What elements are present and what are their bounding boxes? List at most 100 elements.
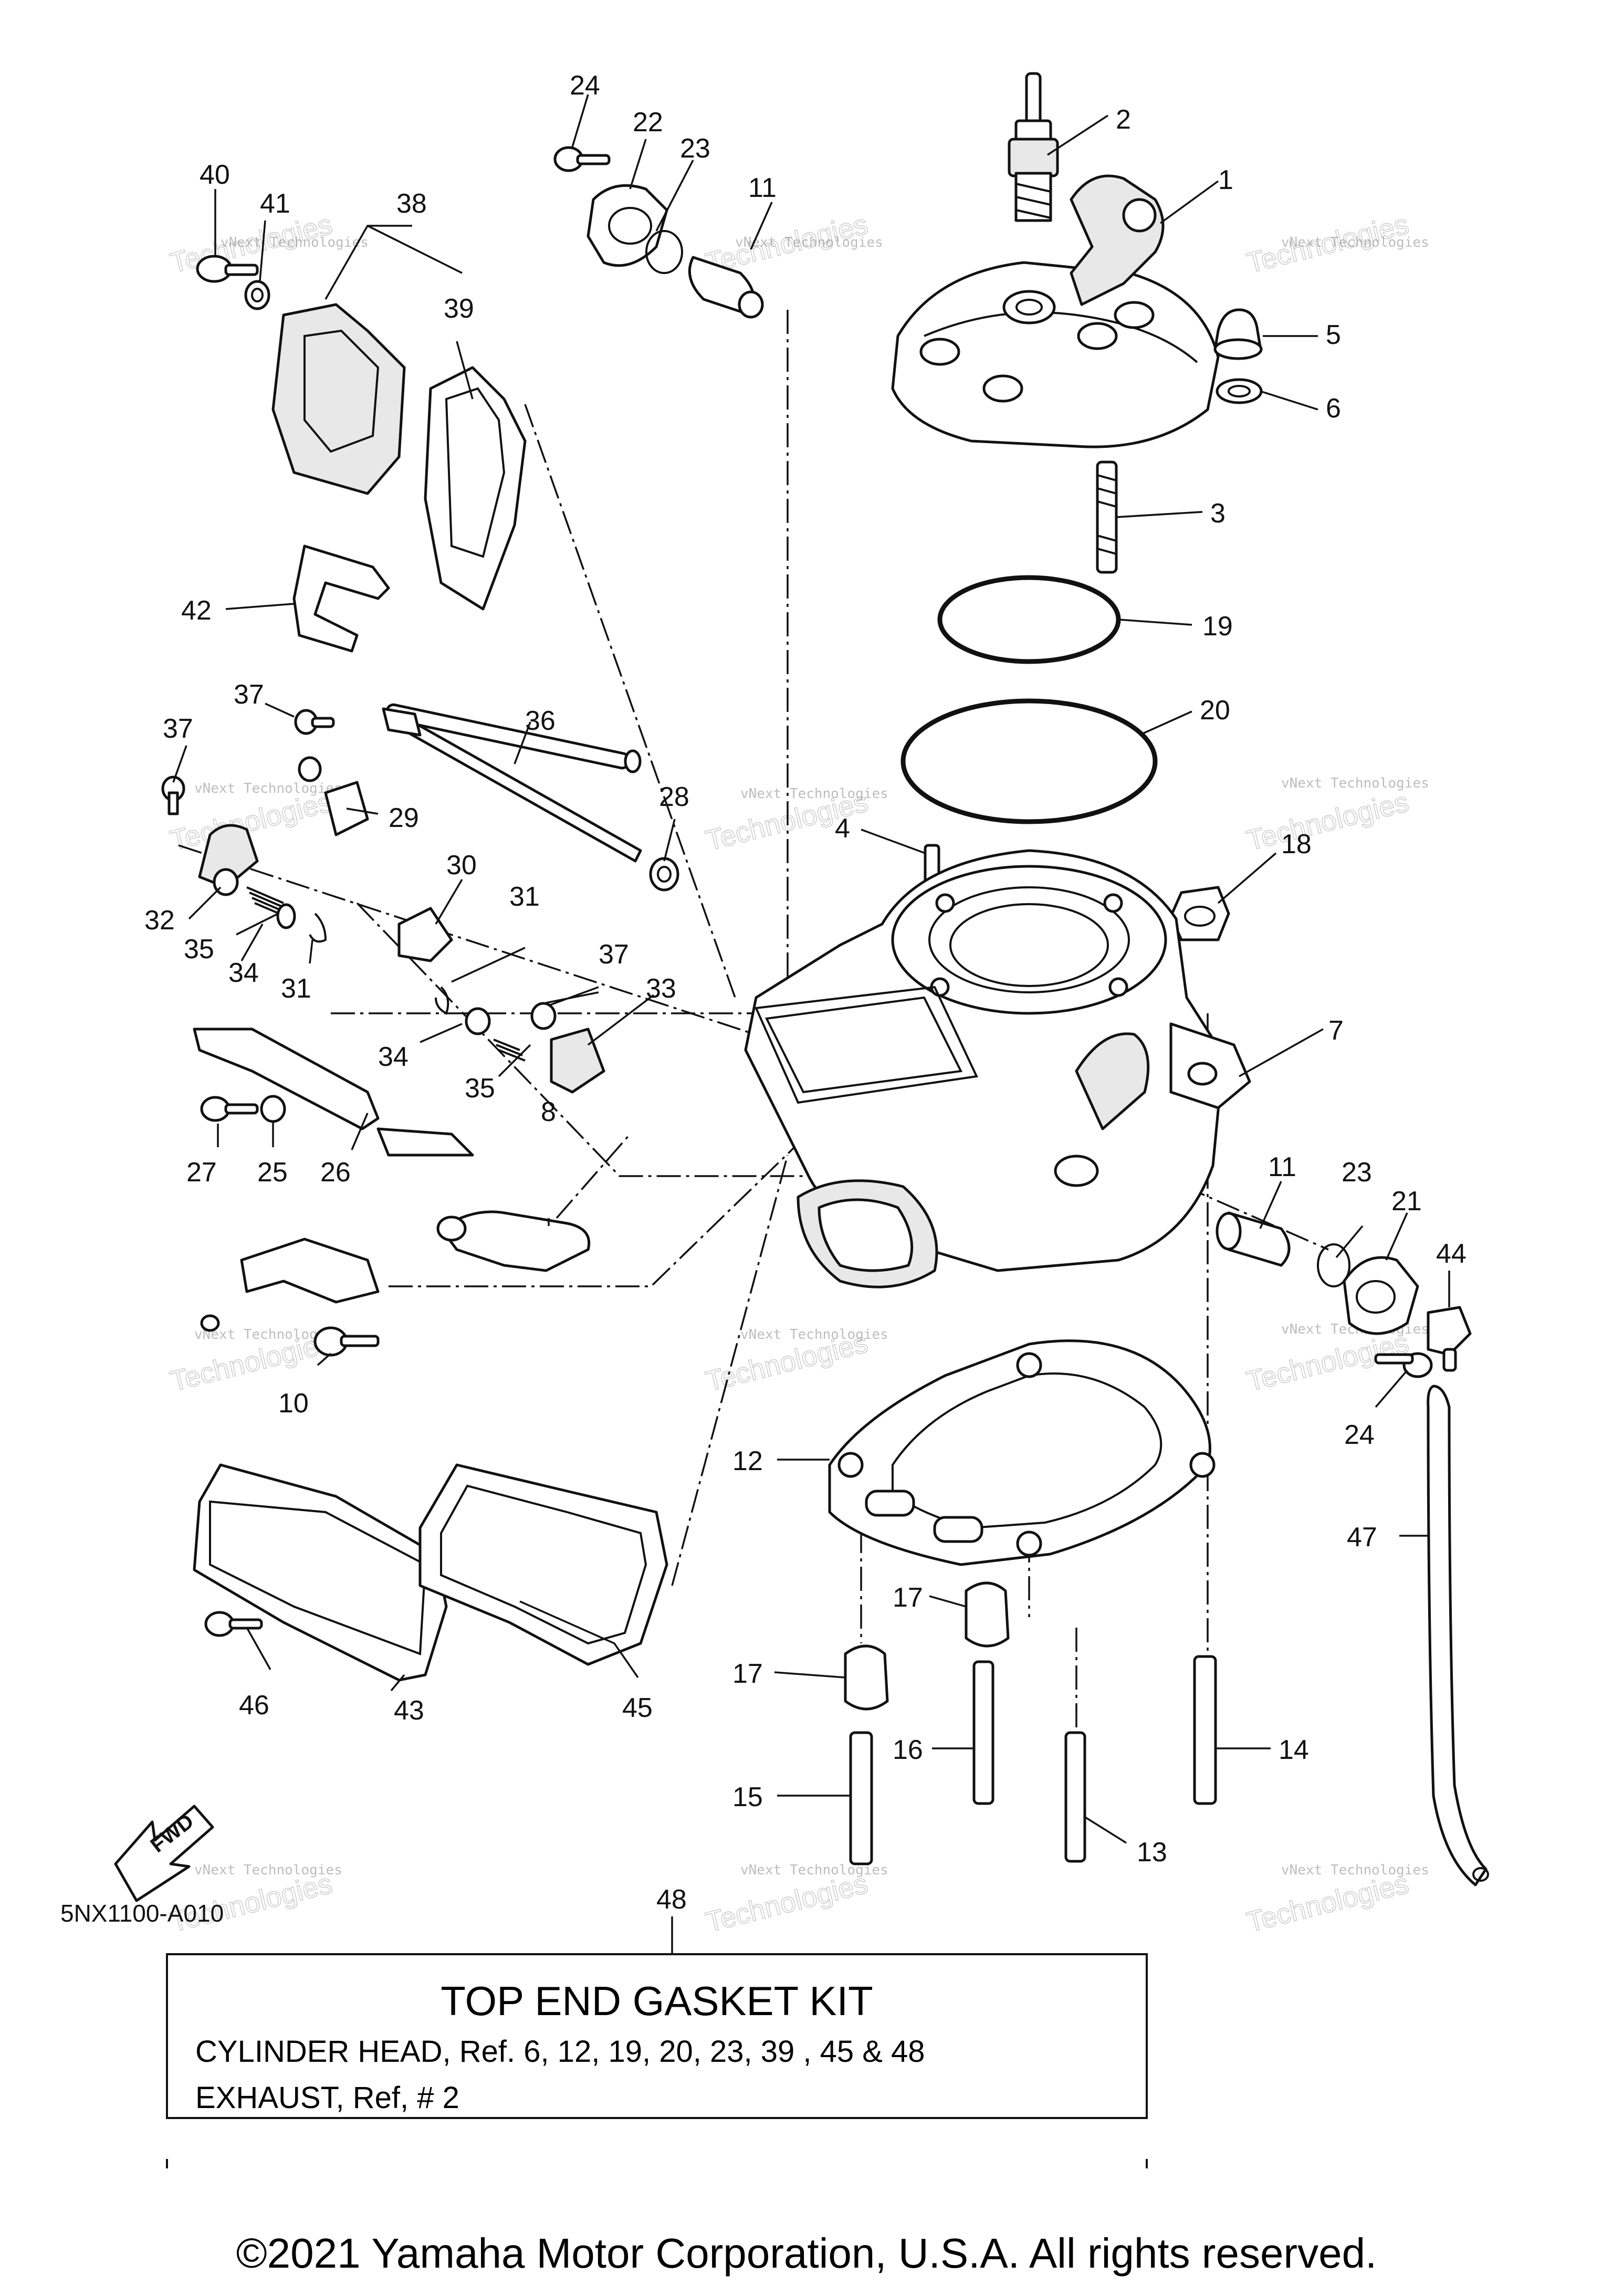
watermark: vNext Technologies <box>1281 775 1429 791</box>
tick-mark <box>1146 2159 1148 2168</box>
callout-41: 41 <box>260 188 290 219</box>
callout-39: 39 <box>444 293 474 324</box>
callout-8: 8 <box>541 1097 556 1127</box>
callout-43: 43 <box>394 1695 424 1726</box>
callout-36: 36 <box>525 706 556 736</box>
collar <box>965 1581 1010 1648</box>
washer <box>1216 378 1263 404</box>
callout-45: 45 <box>622 1693 653 1723</box>
callout-23: 23 <box>680 133 710 164</box>
watermark: vNext Technologies <box>221 235 369 250</box>
reed-cover-assembly <box>193 1463 668 1682</box>
callout-18: 18 <box>1281 829 1312 859</box>
o-ring <box>937 575 1121 664</box>
callout-17b: 17 <box>732 1659 763 1689</box>
callout-3: 3 <box>1210 498 1226 529</box>
callout-48: 48 <box>656 1884 687 1915</box>
callout-21: 21 <box>1391 1186 1422 1217</box>
callout-47: 47 <box>1347 1522 1377 1553</box>
callout-40: 40 <box>200 160 230 190</box>
assembly-lines <box>178 310 1329 1775</box>
callout-35b: 35 <box>184 934 214 964</box>
callout-24b: 24 <box>1344 1420 1375 1450</box>
callout-2: 2 <box>1116 104 1131 135</box>
callout-37b: 37 <box>163 714 193 744</box>
callout-19: 19 <box>1202 611 1233 642</box>
watermark-outline: Technologies <box>1243 786 1411 856</box>
power-valve-housing-right <box>1216 1211 1489 1886</box>
valve-shaft <box>382 707 679 892</box>
watermark: vNext Technologies <box>1281 1862 1429 1878</box>
kit-line-cylinder-head: CYLINDER HEAD, Ref. 6, 12, 19, 20, 23, 3… <box>195 2035 925 2069</box>
callout-11: 11 <box>748 173 777 203</box>
callout-29: 29 <box>389 803 419 833</box>
callout-42: 42 <box>181 595 212 626</box>
power-valve-housing-top <box>553 146 764 319</box>
studs-group <box>844 1581 1217 1865</box>
collar <box>844 1644 889 1711</box>
spark-plug <box>1008 72 1059 222</box>
o-ring <box>900 698 1158 824</box>
callout-5: 5 <box>1326 320 1341 350</box>
callout-13: 13 <box>1137 1837 1167 1868</box>
tick-mark <box>166 2159 168 2168</box>
callout-31: 31 <box>509 882 540 912</box>
power-valve-linkage <box>161 703 642 1357</box>
callout-33: 33 <box>646 973 676 1004</box>
fwd-arrow-icon: FWD <box>114 1805 214 1902</box>
watermark: vNext Technologies <box>194 781 342 796</box>
cylinder-body <box>744 849 1251 1288</box>
callout-34: 34 <box>378 1042 409 1072</box>
watermark: vNext Technologies <box>735 235 883 250</box>
stud <box>1064 1731 1086 1863</box>
callout-26: 26 <box>320 1157 351 1188</box>
callout-6: 6 <box>1326 393 1341 424</box>
callout-28: 28 <box>659 782 689 812</box>
stud <box>1096 460 1118 574</box>
callout-16: 16 <box>893 1735 923 1765</box>
callout-25: 25 <box>257 1157 288 1188</box>
stud <box>1193 1655 1217 1805</box>
callout-24: 24 <box>570 70 600 101</box>
watermark: vNext Technologies <box>1281 235 1429 250</box>
callout-38: 38 <box>396 188 427 219</box>
stud <box>972 1660 994 1805</box>
stud <box>849 1731 873 1865</box>
valve-cover-plate <box>755 986 978 1104</box>
callout-30: 30 <box>446 850 477 880</box>
callout-31b: 31 <box>281 973 311 1004</box>
callout-12: 12 <box>732 1446 763 1476</box>
cylinder-head <box>891 174 1220 448</box>
diagram-code: 5NX1100-A010 <box>60 1900 224 1927</box>
valve-cover-assembly <box>196 255 527 653</box>
callout-44: 44 <box>1436 1239 1467 1269</box>
kit-line-exhaust: EXHAUST, Ref, # 2 <box>195 2081 459 2115</box>
callout-15: 15 <box>732 1782 763 1812</box>
copyright-notice: ©2021 Yamaha Motor Corporation, U.S.A. A… <box>236 2230 1377 2277</box>
watermark-outline: Technologies <box>703 1868 871 1938</box>
watermark-outline: Technologies <box>1243 1868 1411 1938</box>
callout-37: 37 <box>234 679 264 710</box>
flange-nut <box>1169 886 1230 941</box>
watermark: vNext Technologies <box>740 1327 888 1343</box>
watermark: vNext Technologies <box>194 1862 342 1878</box>
callout-32: 32 <box>144 905 175 936</box>
callout-20: 20 <box>1200 695 1230 726</box>
callout-34b: 34 <box>228 958 259 988</box>
callout-4: 4 <box>835 813 850 844</box>
callout-22: 22 <box>633 107 663 138</box>
gasket-kit-box: TOP END GASKET KIT CYLINDER HEAD, Ref. 6… <box>166 1953 1148 2119</box>
callout-27: 27 <box>186 1157 217 1188</box>
callout-23b: 23 <box>1342 1157 1372 1188</box>
leader-lines <box>172 94 1450 1953</box>
callout-labels: 1 2 3 4 5 6 7 8 10 11 11 12 13 14 15 16 … <box>144 70 1467 1915</box>
callout-14: 14 <box>1279 1735 1309 1765</box>
watermark: vNext Technologies <box>740 786 888 802</box>
callout-17: 17 <box>893 1582 923 1613</box>
cap-nut <box>1213 308 1263 360</box>
callout-7: 7 <box>1328 1015 1344 1046</box>
callout-35: 35 <box>465 1073 495 1104</box>
callout-1: 1 <box>1218 165 1233 195</box>
callout-11b: 11 <box>1268 1152 1296 1182</box>
